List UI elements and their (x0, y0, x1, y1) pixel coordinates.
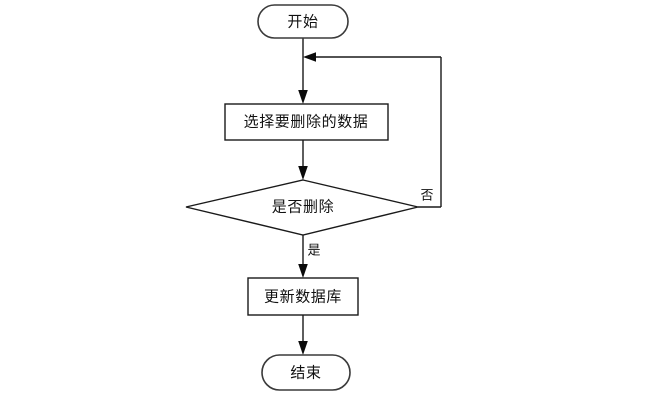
node-update-shape[interactable] (247, 277, 359, 316)
node-update-label: 更新数据库 (263, 287, 343, 306)
node-end-shape[interactable] (261, 354, 351, 391)
arrowhead-into-decide (298, 166, 308, 180)
arrowhead-loop-back (303, 52, 316, 62)
node-decide-label: 是否删除 (271, 197, 335, 216)
arrowhead-into-select (298, 90, 308, 104)
node-end-label: 结束 (290, 363, 322, 382)
node-start-shape[interactable] (257, 4, 349, 39)
edge-label-yes: 是 (307, 243, 321, 259)
node-select-label: 选择要删除的数据 (243, 112, 369, 131)
edge-label-no: 否 (420, 188, 434, 204)
node-decide-shape[interactable] (185, 179, 419, 236)
arrowhead-into-update (298, 264, 308, 278)
node-select-shape[interactable] (224, 103, 389, 141)
node-start-label: 开始 (287, 12, 319, 31)
arrowhead-into-end (298, 341, 308, 355)
